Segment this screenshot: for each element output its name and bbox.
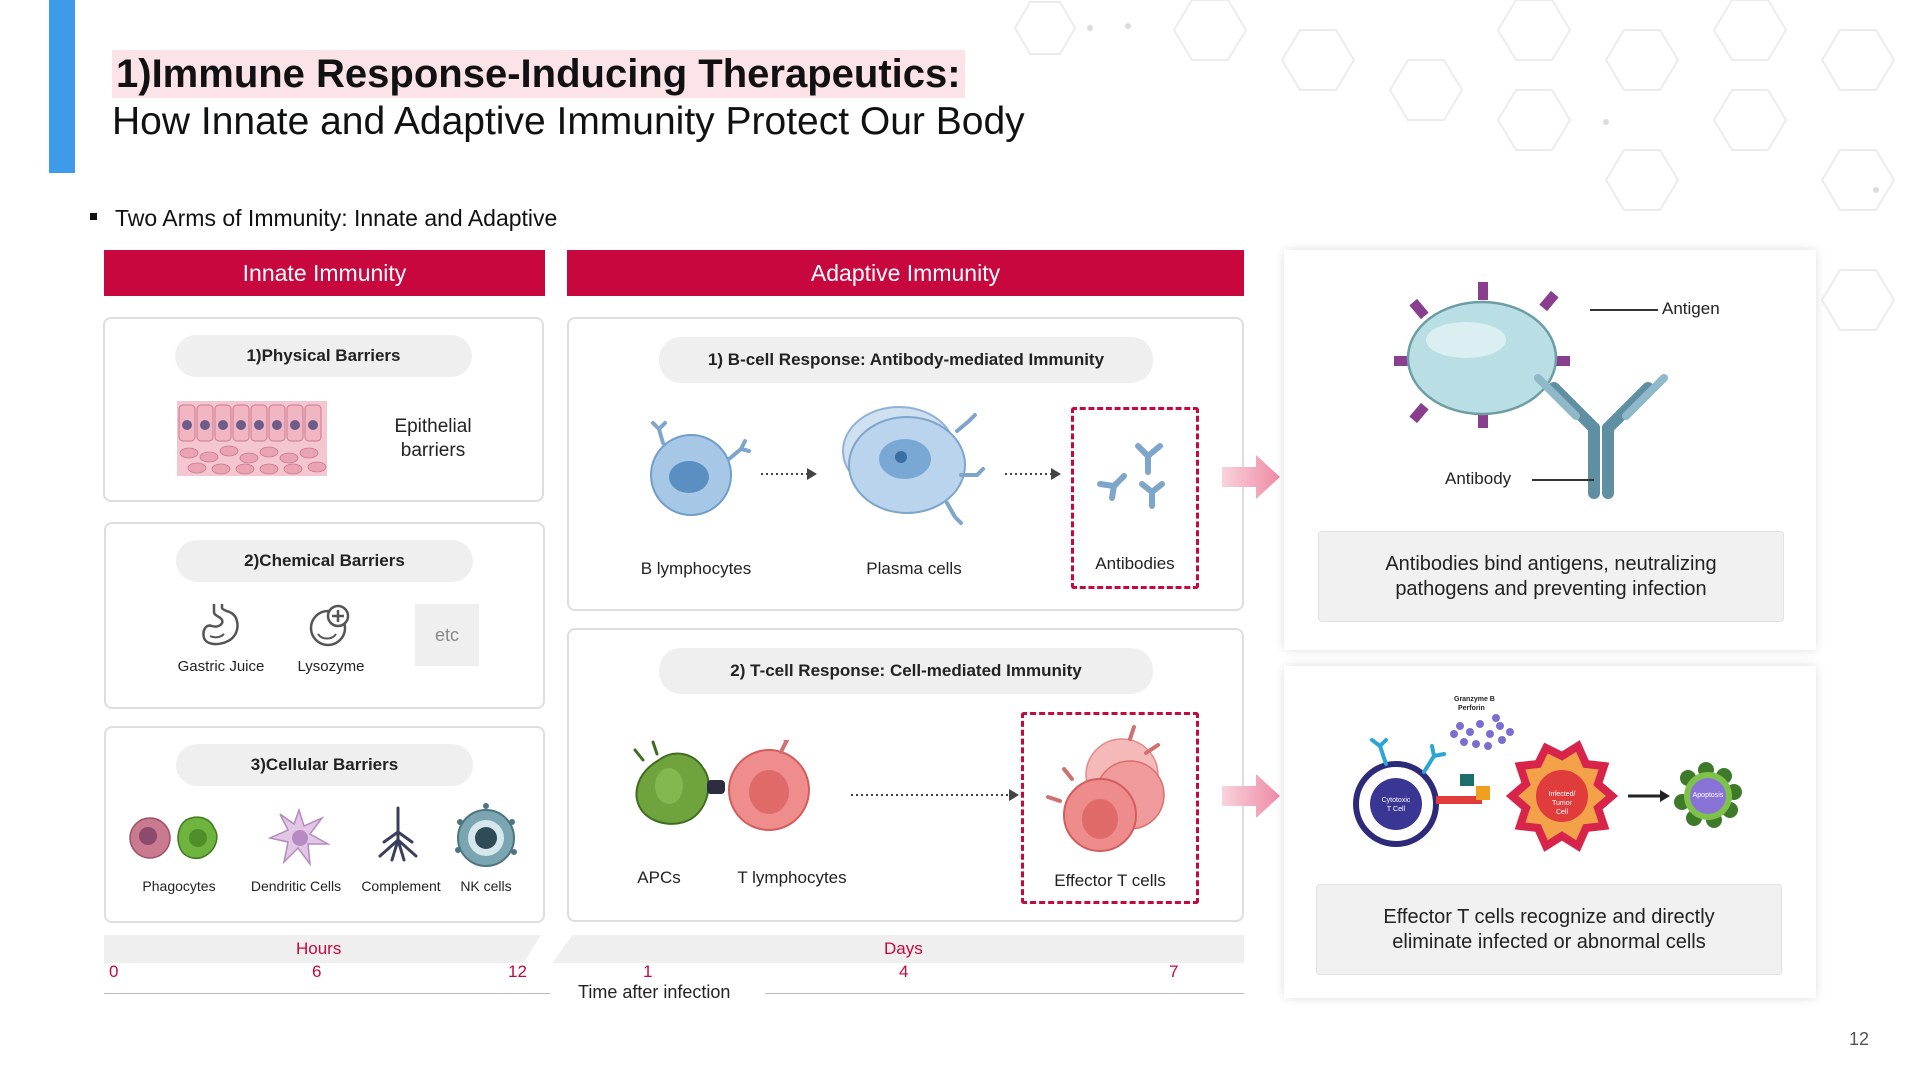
slide-subtitle: How Innate and Adaptive Immunity Protect…	[112, 100, 1025, 143]
b-lymphocyte-illustration	[650, 421, 751, 516]
chemical-barriers-box: 2)Chemical Barriers Gastric Juice Lysozy…	[104, 522, 545, 709]
etc-placeholder: etc	[415, 604, 479, 666]
days-tick-7: 7	[1169, 962, 1179, 981]
pink-arrow-icon	[1222, 774, 1280, 818]
nk-cells-label: NK cells	[460, 878, 512, 894]
antibody-label: Antibody	[1445, 469, 1512, 488]
infected-label-line3: Cell	[1555, 809, 1569, 816]
cellular-barriers-box: 3)Cellular Barriers Phagocytes Dendritic…	[104, 726, 545, 923]
nk-cell-icon	[455, 803, 517, 867]
chemical-barriers-title: 2)Chemical Barriers	[176, 540, 473, 582]
perforin-label: Perforin	[1458, 705, 1485, 712]
antibody-pointer-line	[1532, 479, 1594, 481]
plasma-cells-illustration	[842, 406, 985, 525]
days-label: Days	[884, 939, 923, 958]
hours-label: Hours	[296, 939, 342, 958]
physical-barriers-title: 1)Physical Barriers	[175, 335, 472, 377]
antigen-label: Antigen	[1662, 299, 1720, 318]
apc-and-t-lymphocyte-illustration	[633, 740, 810, 831]
timeline-axis-line-right	[765, 993, 1244, 994]
epithelial-barriers-label: Epithelial barriers	[394, 416, 472, 461]
tcell-killing-panel: Granzyme B Perforin Cytotoxic T Cell Infe…	[1284, 666, 1816, 998]
days-timeline-band	[552, 935, 1244, 963]
dotted-arrow-icon	[1005, 468, 1061, 480]
page-number: 12	[1848, 1029, 1869, 1049]
lysozyme-label: Lysozyme	[297, 658, 365, 675]
dendritic-cells-label: Dendritic Cells	[250, 878, 342, 894]
physical-barriers-box: 1)Physical Barriers Epithelial barriers	[103, 317, 544, 502]
time-after-infection-label: Time after infection	[578, 982, 731, 1002]
apoptosis-label: Apoptosis	[1692, 792, 1724, 799]
antibody-caption: Antibodies bind antigens, neutralizing p…	[1318, 531, 1784, 622]
days-tick-4: 4	[899, 962, 909, 981]
etc-label: etc	[434, 624, 459, 645]
antibodies-icon	[1097, 443, 1165, 509]
accent-bar	[49, 0, 75, 173]
timeline-axis-line-left	[104, 993, 550, 994]
lysozyme-icon	[309, 604, 350, 647]
bcell-response-box: 1) B-cell Response: Antibody-mediated Im…	[567, 317, 1244, 611]
pink-arrow-icon	[1222, 455, 1280, 499]
cytotoxic-t-cell-label: Cytotoxic T Cell	[1375, 796, 1417, 814]
innate-immunity-header: Innate Immunity	[104, 250, 545, 296]
effector-t-cells-illustration	[1046, 725, 1165, 852]
tcell-response-title: 2) T-cell Response: Cell-mediated Immuni…	[659, 648, 1153, 694]
antibodies-label: Antibodies	[1095, 554, 1175, 573]
hours-timeline-band	[104, 935, 541, 963]
bullet-text: Two Arms of Immunity: Innate and Adaptiv…	[115, 205, 558, 231]
dotted-arrow-icon	[851, 789, 1019, 801]
granzyme-label: Granzyme B	[1454, 696, 1495, 703]
antibodies-highlight-box: Antibodies	[1071, 407, 1199, 589]
plasma-cells-label: Plasma cells	[866, 559, 962, 578]
cytotoxic-t-cell-killing-illustration	[1353, 714, 1742, 852]
phagocytes-label: Phagocytes	[142, 878, 216, 894]
epithelial-cells-illustration	[177, 401, 327, 476]
antigen-pointer-line	[1590, 309, 1658, 311]
infected-label-line1: Infected/	[1548, 791, 1576, 798]
infected-label-line2: Tumor	[1552, 800, 1572, 807]
days-tick-1: 1	[643, 962, 653, 981]
adaptive-immunity-header: Adaptive Immunity	[567, 250, 1244, 296]
b-lymphocytes-label: B lymphocytes	[640, 559, 752, 578]
antigen-antibody-illustration	[1394, 282, 1668, 499]
hexagon-background-decoration	[1013, 0, 1896, 331]
cytotoxic-label-line2: T Cell	[1386, 806, 1406, 813]
effector-t-cells-label: Effector T cells	[1054, 871, 1166, 890]
dendritic-cell-icon	[267, 807, 331, 867]
slide-title: 1)Immune Response-Inducing Therapeutics:	[112, 50, 965, 98]
tcell-response-box: 2) T-cell Response: Cell-mediated Immuni…	[567, 628, 1244, 922]
cytotoxic-label-line1: Cytotoxic	[1381, 797, 1411, 804]
gastric-juice-label: Gastric Juice	[177, 658, 265, 675]
apcs-label: APCs	[637, 868, 681, 887]
dotted-arrow-icon	[761, 468, 817, 480]
hours-tick-6: 6	[312, 962, 322, 981]
tcell-caption: Effector T cells recognize and directly …	[1316, 884, 1782, 975]
stomach-icon	[202, 604, 239, 646]
antibody-antigen-panel: Antigen Antibody Antibodies bind antigen…	[1284, 250, 1816, 650]
bullet-square-icon	[90, 213, 97, 221]
bullet-heading: Two Arms of Immunity: Innate and Adaptiv…	[90, 205, 557, 232]
hours-tick-12: 12	[508, 962, 527, 981]
complement-label: Complement	[361, 878, 441, 894]
hours-tick-0: 0	[109, 962, 119, 981]
t-lymphocytes-label: T lymphocytes	[737, 868, 847, 887]
complement-icon	[378, 806, 418, 862]
bcell-response-title: 1) B-cell Response: Antibody-mediated Im…	[659, 337, 1153, 383]
effector-t-cells-highlight-box: Effector T cells	[1021, 712, 1199, 904]
cellular-barriers-title: 3)Cellular Barriers	[176, 744, 473, 786]
phagocytes-illustration	[129, 816, 218, 860]
